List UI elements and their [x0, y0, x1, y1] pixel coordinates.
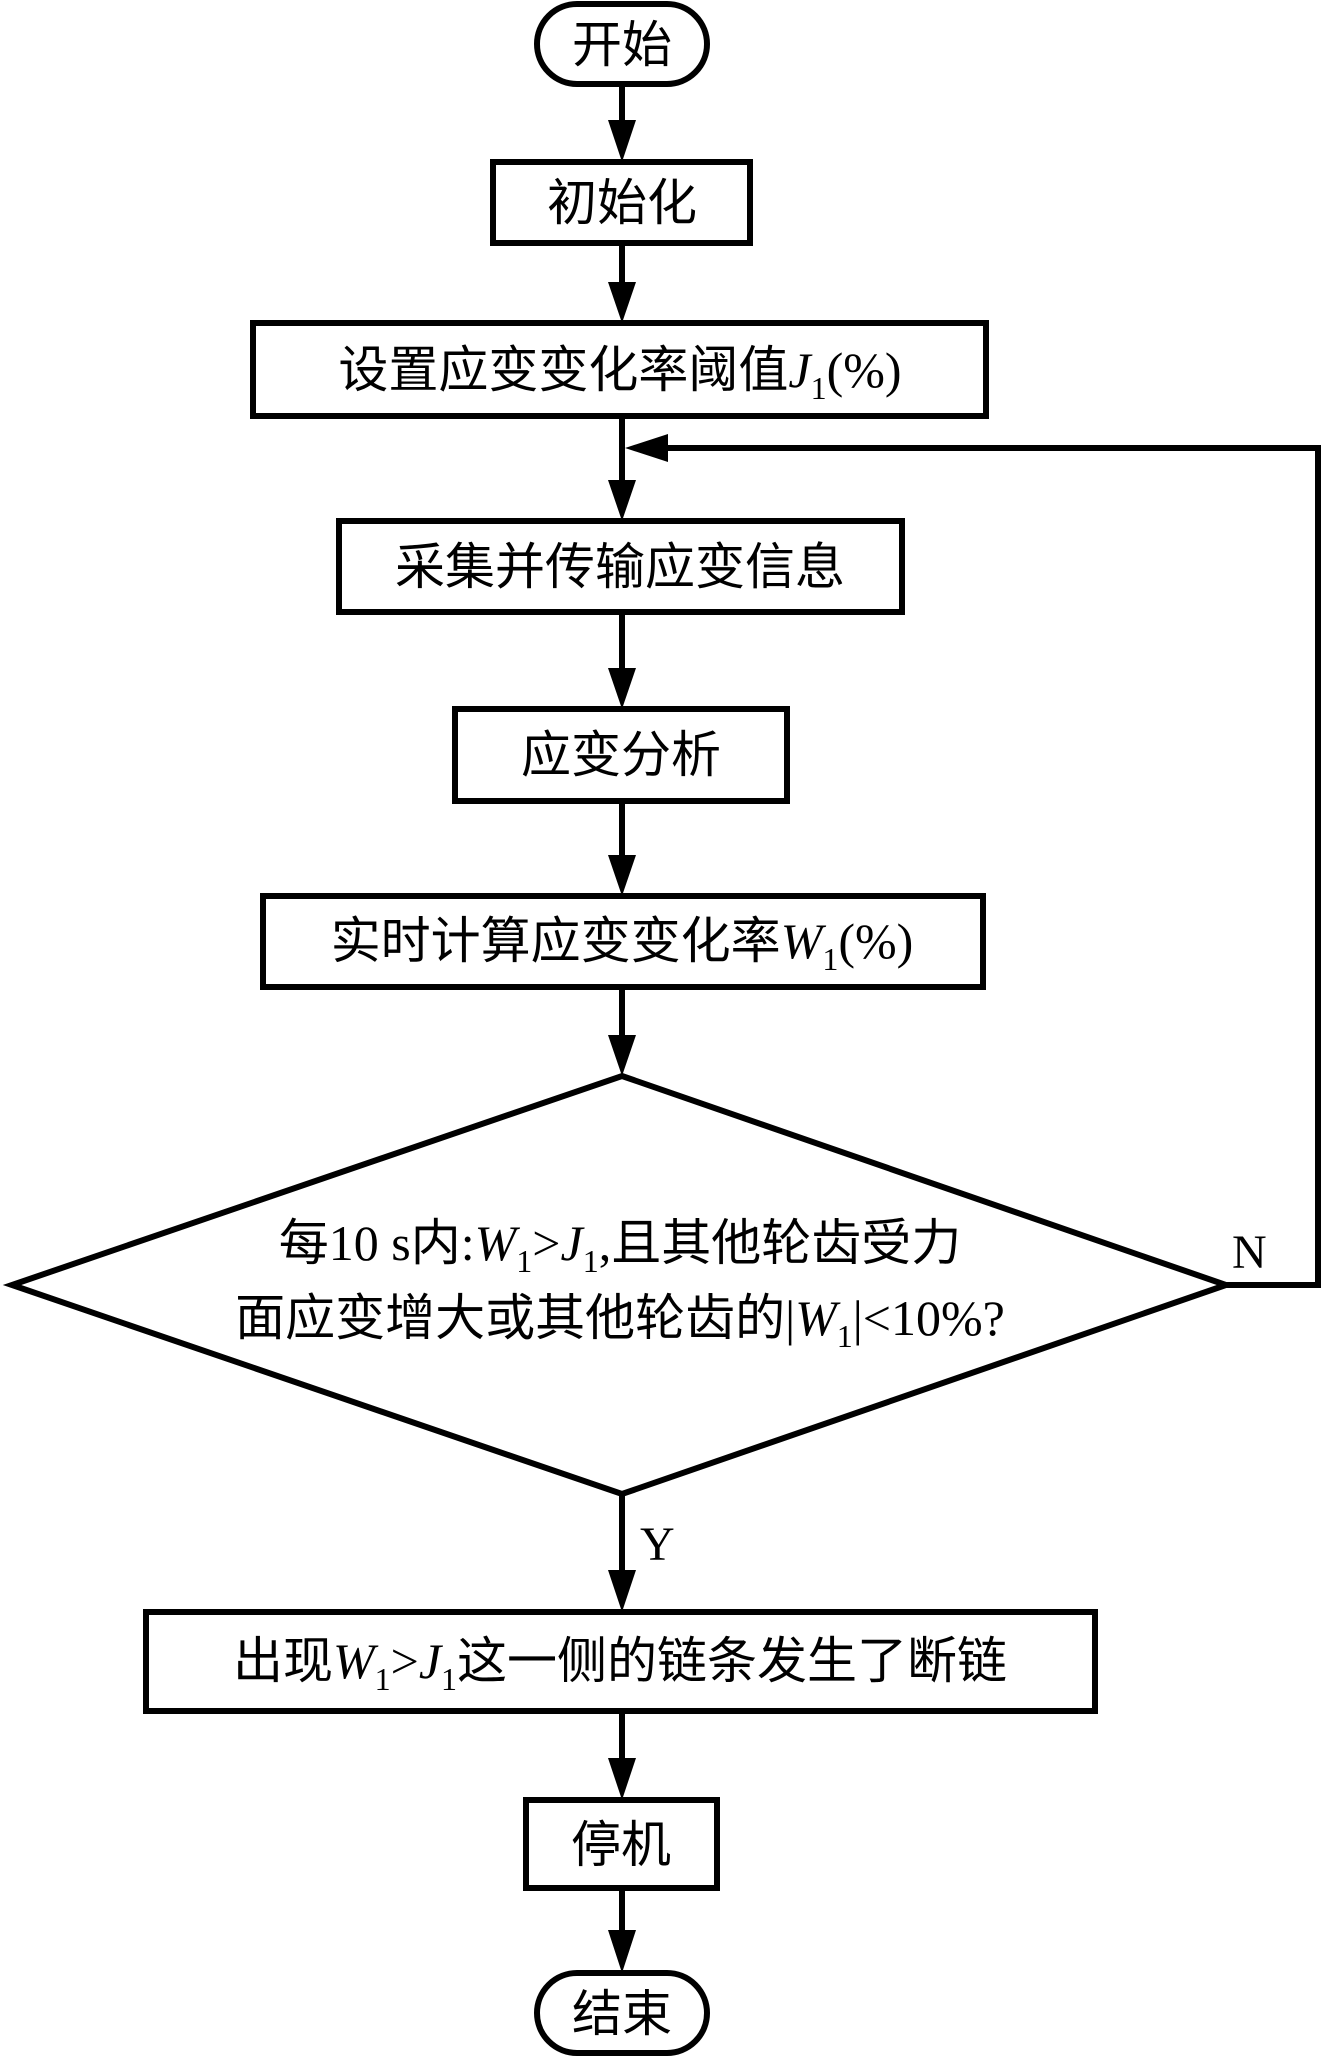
arrowhead-collect: [608, 480, 636, 521]
connectors: [608, 85, 1321, 1973]
arrowhead-analyze: [608, 668, 636, 709]
end-label: 结束: [572, 1986, 672, 2042]
init-label: 初始化: [547, 175, 697, 231]
compute-label: 实时计算应变变化率W1(%): [331, 913, 914, 977]
decision-line-1: 每10 s内:W1>J1,且其他轮齿受力: [279, 1215, 961, 1279]
node-end: 结束: [534, 1970, 710, 2056]
node-decision: 每10 s内:W1>J1,且其他轮齿受力 面应变增大或其他轮齿的|W1|<10%…: [2, 1072, 1236, 1498]
arrowhead-loop: [625, 434, 668, 462]
collect-label: 采集并传输应变信息: [395, 539, 845, 595]
arrowhead-decision: [608, 1035, 636, 1076]
node-init: 初始化: [490, 159, 753, 246]
node-result: 出现W1>J1这一侧的链条发生了断链: [143, 1609, 1098, 1714]
no-branch-label: N: [1232, 1226, 1267, 1279]
yes-branch-label: Y: [640, 1518, 675, 1571]
node-start: 开始: [534, 1, 710, 87]
arrowhead-init: [608, 120, 636, 162]
set-threshold-label: 设置应变变化率阈值J1(%): [338, 342, 901, 406]
arrowhead-compute: [608, 855, 636, 896]
edge-decision-no-loop: [660, 445, 1321, 1288]
result-label: 出现W1>J1这一侧的链条发生了断链: [233, 1633, 1007, 1697]
start-label: 开始: [572, 17, 672, 73]
decision-line-2: 面应变增大或其他轮齿的|W1|<10%?: [235, 1290, 1005, 1354]
node-stop: 停机: [523, 1797, 720, 1891]
arrowhead-end: [608, 1930, 636, 1973]
node-set-threshold: 设置应变变化率阈值J1(%): [250, 320, 989, 419]
node-compute: 实时计算应变变化率W1(%): [260, 893, 986, 990]
arrowhead-result: [608, 1570, 636, 1612]
analyze-label: 应变分析: [521, 727, 721, 783]
arrowhead-threshold: [608, 282, 636, 323]
node-analyze: 应变分析: [452, 706, 790, 804]
node-collect: 采集并传输应变信息: [336, 518, 905, 615]
stop-label: 停机: [571, 1817, 671, 1873]
arrowhead-stop: [608, 1758, 636, 1800]
